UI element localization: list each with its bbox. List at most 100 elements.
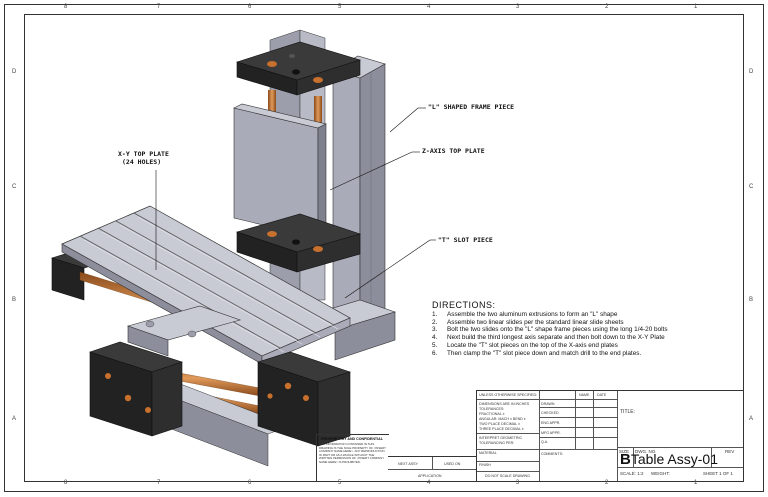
proprietary-notice: PROPRIETARY AND CONFIDENTIAL THE INFORMA… — [316, 434, 389, 481]
unless-specified: UNLESS OTHERWISE SPECIFIED: — [479, 393, 538, 397]
leader-lines — [155, 107, 436, 299]
direction-step: 3. Bolt the two slides onto the "L" shape… — [432, 326, 752, 334]
zone-col-label: 6 — [248, 480, 252, 486]
next-assy-block: NEXT ASSY USED ON APPLICATION — [388, 456, 476, 481]
zone-rows-right: D C B A — [742, 14, 762, 480]
zone-col-label: 2 — [605, 4, 609, 10]
direction-step: 6. Then clamp the "T" slot piece down and… — [432, 350, 752, 358]
title-block: UNLESS OTHERWISE SPECIFIED: DIMENSIONS A… — [476, 390, 744, 481]
zone-col-label: 8 — [64, 4, 68, 10]
size-label: SIZE — [619, 449, 630, 454]
zone-col-label: 1 — [694, 4, 698, 10]
zone-row-label: D — [12, 69, 17, 75]
dwg-no-label: DWG. NO. — [635, 449, 657, 454]
zone-col-label: 3 — [516, 4, 520, 10]
z-axis-top-plate — [233, 103, 327, 239]
step-text: Assemble two linear slides per the stand… — [447, 318, 624, 326]
zone-col-label: 5 — [338, 4, 342, 10]
sheet-label: SHEET 1 OF 1 — [703, 471, 733, 476]
xy-front-left-endplate — [89, 341, 183, 437]
three-place-tol: THREE PLACE DECIMAL ± — [479, 427, 524, 431]
eng-appr-label: ENG APPR. — [541, 421, 561, 425]
step-number: 5. — [432, 341, 438, 349]
direction-step: 1. Assemble the two aluminum extrusions t… — [432, 311, 752, 319]
step-number: 2. — [432, 318, 438, 326]
step-text: Assemble the two aluminum extrusions to … — [447, 311, 618, 318]
directions-list: 1. Assemble the two aluminum extrusions t… — [432, 311, 752, 357]
qa-label: Q.A. — [541, 440, 549, 444]
step-number: 4. — [432, 334, 438, 342]
fractional-tol: FRACTIONAL ± — [479, 412, 505, 416]
zone-col-label: 8 — [64, 480, 68, 486]
zone-col-label: 4 — [427, 480, 431, 486]
zone-row-label: C — [12, 184, 17, 190]
sheet-inner-border — [24, 14, 744, 482]
step-number: 3. — [432, 326, 438, 334]
comments-label: COMMENTS: — [541, 452, 563, 456]
z-axis-top-endplate — [235, 41, 362, 96]
step-text: Bolt the two slides onto the "L" shape f… — [447, 326, 668, 334]
mfg-appr-label: MFG APPR. — [541, 431, 561, 435]
sheet-size-value: B — [620, 451, 631, 468]
name-header: NAME — [579, 393, 590, 397]
zone-col-label: 6 — [248, 4, 252, 10]
callout-l-frame: "L" SHAPED FRAME PIECE — [428, 103, 515, 111]
direction-step: 5. Locate the "T" slot pieces on the top … — [432, 342, 752, 350]
callout-xy-plate-title: X-Y TOP PLATE — [118, 150, 169, 158]
zone-rows-left: D C B A — [4, 14, 24, 480]
zone-col-label: 4 — [427, 4, 431, 10]
drawing-number: BTable Assy-01 — [620, 451, 718, 468]
step-number: 1. — [432, 311, 438, 318]
angular-tol: ANGULAR: MACH ± BEND ± — [479, 417, 526, 421]
zone-col-label: 7 — [157, 4, 161, 10]
dims-note: DIMENSIONS ARE IN INCHES — [479, 402, 530, 406]
do-not-scale: DO NOT SCALE DRAWING — [485, 474, 530, 478]
title-label: TITLE: — [620, 409, 636, 415]
weight-label: WEIGHT: — [651, 471, 670, 476]
interpret-label: INTERPRET GEOMETRIC — [479, 436, 523, 440]
direction-step: 2. Assemble two linear slides per the sta… — [432, 319, 752, 327]
zone-columns-top: 8 7 6 5 4 3 2 1 — [24, 4, 742, 14]
checked-label: CHECKED — [541, 411, 559, 415]
step-text: Locate the "T" slot pieces on the top of… — [447, 341, 618, 349]
drawn-label: DRAWN — [541, 402, 555, 406]
zone-row-label: A — [12, 416, 17, 422]
assembly-directions: DIRECTIONS: 1. Assemble the two aluminum … — [432, 300, 752, 357]
two-place-tol: TWO PLACE DECIMAL ± — [479, 422, 520, 426]
callout-z-axis-plate: Z-AXIS TOP PLATE — [422, 147, 485, 155]
step-number: 6. — [432, 349, 438, 357]
z-axis-lower-endplate — [235, 213, 362, 273]
used-on-label: USED ON — [444, 462, 461, 466]
zone-row-label: B — [749, 297, 754, 303]
l-frame-column — [332, 55, 386, 331]
callout-t-slot: "T" SLOT PIECE — [438, 236, 493, 244]
proprietary-title: PROPRIETARY AND CONFIDENTIAL — [321, 437, 383, 441]
zone-col-label: 7 — [157, 480, 161, 486]
sheet-outer-border — [4, 4, 764, 492]
date-header: DATE — [597, 393, 607, 397]
zone-columns-bottom: 8 7 6 5 4 3 2 1 — [24, 480, 742, 490]
zone-row-label: A — [749, 416, 754, 422]
zone-col-label: 5 — [338, 480, 342, 486]
drawing-number-value: Table Assy-01 — [630, 451, 719, 467]
step-text: Next build the third longest axis separa… — [447, 334, 665, 342]
next-assy-label: NEXT ASSY — [398, 462, 418, 466]
zone-row-label: D — [749, 69, 754, 75]
zone-col-label: 3 — [516, 480, 520, 486]
xy-front-right-endplate — [257, 351, 351, 447]
rev-label: REV — [725, 449, 735, 454]
tolerances-label: TOLERANCES: — [479, 407, 505, 411]
direction-step: 4. Next build the third longest axis sepa… — [432, 334, 752, 342]
step-text: Then clamp the "T" slot piece down and m… — [447, 349, 642, 357]
zone-row-label: B — [12, 297, 17, 303]
zone-col-label: 1 — [694, 480, 698, 486]
application-label: APPLICATION — [418, 474, 442, 478]
proprietary-body: THE INFORMATION CONTAINED IN THIS DRAWIN… — [319, 442, 386, 464]
directions-heading: DIRECTIONS: — [432, 300, 496, 310]
callout-xy-plate-holes: (24 HOLES) — [122, 158, 162, 166]
zone-row-label: C — [749, 184, 754, 190]
finish-label: FINISH — [479, 463, 491, 467]
scale-label: SCALE: 1:2 — [620, 471, 644, 476]
